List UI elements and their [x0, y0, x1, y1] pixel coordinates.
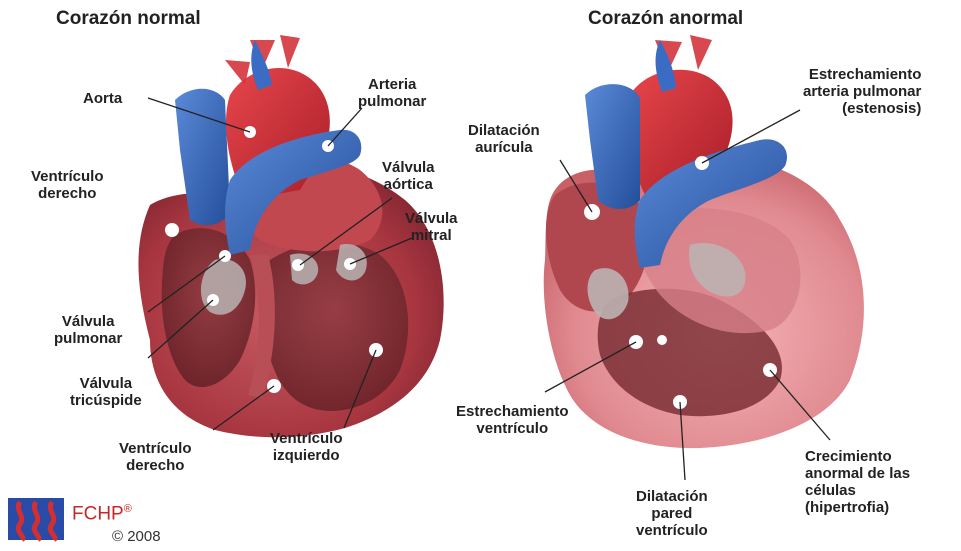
normal-lv-chamber: [262, 242, 408, 411]
title-abnormal: Corazón anormal: [588, 8, 743, 30]
label-aorta: Aorta: [83, 90, 122, 107]
logo-copyright: © 2008: [112, 528, 161, 545]
label-dilatacion-auricula: Dilatación aurícula: [468, 122, 540, 156]
logo-name: FCHP®: [72, 503, 132, 525]
label-valvula-pulmonar: Válvula pulmonar: [54, 313, 122, 347]
label-valvula-tricuspide: Válvula tricúspide: [70, 375, 142, 409]
title-normal: Corazón normal: [56, 8, 201, 30]
label-crecimiento-anormal: Crecimiento anormal de las células (hipe…: [805, 448, 910, 516]
fchp-logo-mark: [8, 498, 64, 540]
label-ventriculo-derecho-bottom: Ventrículo derecho: [119, 440, 192, 474]
label-ventriculo-izquierdo: Ventrículo izquierdo: [270, 430, 343, 464]
label-estrechamiento-ventriculo: Estrechamiento ventrículo: [456, 403, 569, 437]
label-dilatacion-pared: Dilatación pared ventrículo: [636, 488, 708, 539]
label-arteria-pulmonar: Arteria pulmonar: [358, 76, 426, 110]
label-valvula-aortica: Válvula aórtica: [382, 159, 435, 193]
label-valvula-mitral: Válvula mitral: [405, 210, 458, 244]
label-ventriculo-derecho-top: Ventrículo derecho: [31, 168, 104, 202]
label-estrechamiento-arteria: Estrechamiento arteria pulmonar (estenos…: [803, 66, 921, 117]
